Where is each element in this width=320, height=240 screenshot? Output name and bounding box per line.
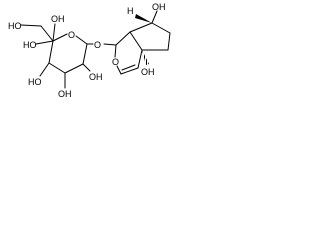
bond-c5-oh-top (52, 23, 56, 42)
bond-o5-c1 (75, 35, 88, 45)
label-o-ring-pyran: O (112, 57, 119, 67)
label-ho-c4: HO (28, 77, 42, 87)
label-o-ring-sugar: O (68, 30, 75, 40)
label-oh-top: OH (51, 14, 65, 24)
bond-c4-oh (39, 62, 50, 77)
bond-c2-oh (82, 63, 91, 72)
wedge-c7-methyl (135, 14, 152, 23)
glucose-substituents (20, 23, 94, 89)
bond-c4-c3-inner (121, 64, 136, 71)
glucose-ring (48, 33, 88, 74)
label-oh-c4a: OH (141, 67, 155, 77)
bond-c6-c5 (167, 32, 171, 51)
label-oh-c2: OH (89, 72, 103, 82)
bond-c3-o2 (116, 65, 122, 75)
bond-oglyc-c1 (103, 43, 117, 46)
bond-c4-c3-outer (120, 67, 139, 75)
bond-c1-c2 (82, 43, 88, 65)
hash-c4a-oh (142, 50, 149, 65)
label-oh-c7: OH (152, 2, 166, 12)
bond-c5-oh (35, 40, 54, 45)
bond-c7-oh (151, 10, 158, 24)
label-oh-c3: OH (58, 89, 72, 99)
label-ho-c6: HO (8, 21, 22, 31)
atom-labels: HO HO OH O O OH HO OH O OH H OH (8, 2, 166, 99)
bond-c5-o5 (52, 33, 68, 42)
bond-c5-c6 (40, 25, 54, 42)
bond-c4a-c4 (137, 49, 143, 69)
label-ho-c5: HO (23, 40, 37, 50)
label-o-glycosidic: O (94, 40, 101, 50)
bond-c3-c4 (48, 62, 66, 74)
bond-c1-c7a (115, 31, 131, 46)
molecule-drawing: HO HO OH O O OH HO OH O OH H OH (8, 2, 171, 99)
bond-c7-c6 (151, 22, 171, 34)
structure-diagram: HO HO OH O O OH HO OH O OH H OH (0, 0, 184, 111)
bond-c4-c5 (48, 40, 54, 64)
label-h-c8: H (127, 6, 134, 16)
iridoid-core (103, 10, 171, 75)
bond-c7a-c7 (129, 22, 153, 33)
bond-c7a-c4a (129, 31, 143, 51)
bond-c6-oh (20, 24, 42, 27)
bond-c2-c3 (64, 63, 84, 74)
bond-o2-c1 (114, 44, 117, 58)
